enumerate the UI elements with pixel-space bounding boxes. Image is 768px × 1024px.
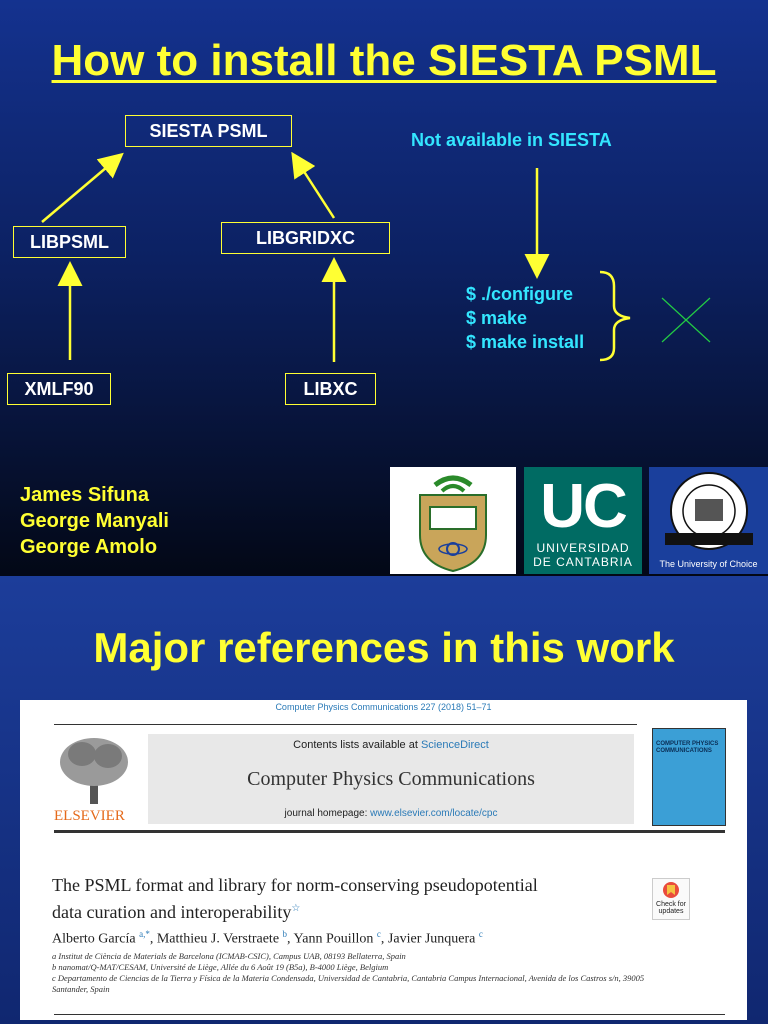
journal-name: Computer Physics Communications — [247, 768, 535, 790]
slide-title: Major references in this work — [93, 624, 675, 671]
command-make-install: $ make install — [466, 332, 585, 352]
slide-install-psml: How to install the SIESTA PSML SIESTA PS… — [0, 0, 768, 576]
contents-list: Contents lists available at ScienceDirec… — [293, 739, 489, 751]
command-make: $ make — [466, 308, 528, 328]
slide-references: Major references in this work Computer P… — [0, 576, 768, 1024]
author: George Manyali — [20, 510, 169, 532]
cover-title: COMPUTER PHYSICS COMMUNICATIONS — [656, 741, 719, 754]
bookmark-icon — [663, 882, 679, 898]
affiliation: a Institut de Ciència de Materials de Ba… — [52, 951, 406, 961]
node-libxc: LIBXC — [285, 373, 376, 405]
affiliation: b nanomat/Q-MAT/CESAM, Université de Liè… — [52, 962, 389, 972]
author: James Sifuna — [20, 484, 149, 506]
arrow-libpsml-to-siesta — [41, 152, 124, 223]
uc-logo-mark: UC — [540, 472, 628, 541]
uc-logo-line2: DE CANTABRIA — [533, 555, 633, 569]
institution-logo-left — [390, 467, 516, 574]
node-xmlf90: XMLF90 — [7, 373, 111, 405]
sciencedirect-link[interactable]: ScienceDirect — [420, 739, 489, 751]
publisher-name: ELSEVIER — [54, 808, 125, 824]
arrow-libgridxc-to-siesta — [291, 151, 336, 219]
divider — [54, 1014, 725, 1015]
journal-banner: Contents lists available at ScienceDirec… — [148, 734, 634, 824]
node-libgridxc: LIBGRIDXC — [221, 222, 390, 254]
command-configure: $ ./configure — [466, 284, 574, 304]
brace — [599, 270, 631, 362]
slide-title: How to install the SIESTA PSML — [51, 36, 717, 85]
affiliation: c Departamento de Ciencias de la Tierra … — [52, 973, 645, 994]
journal-cover-image: COMPUTER PHYSICS COMMUNICATIONS — [652, 728, 726, 826]
journal-homepage: journal homepage: www.elsevier.com/locat… — [284, 808, 498, 819]
node-libpsml: LIBPSML — [13, 226, 126, 258]
shield-logo-icon — [419, 475, 487, 573]
author-list: James Sifuna George Manyali George Amolo — [20, 482, 169, 560]
author: George Amolo — [20, 536, 158, 558]
divider — [54, 724, 637, 725]
mmu-caption: The University of Choice — [659, 559, 758, 569]
check-for-updates-badge[interactable]: Check for updates — [652, 878, 690, 920]
university-seal-icon — [665, 472, 753, 550]
elsevier-tree-icon — [60, 738, 128, 804]
divider — [54, 830, 725, 833]
universidad-cantabria-logo: UC UNIVERSIDAD DE CANTABRIA — [524, 467, 642, 574]
uc-logo-line1: UNIVERSIDAD — [536, 541, 630, 555]
dependency-arrows — [41, 151, 711, 362]
masinde-muliro-logo: The University of Choice — [649, 467, 768, 574]
paper-title: The PSML format and library for norm-con… — [52, 875, 538, 922]
paper-authors: Alberto García a,*, Matthieu J. Verstrae… — [52, 929, 483, 947]
affiliations: a Institut de Ciència de Materials de Ba… — [52, 951, 652, 995]
node-siesta-psml: SIESTA PSML — [125, 115, 292, 147]
paper-snapshot: Computer Physics Communications 227 (201… — [20, 700, 747, 1020]
install-commands: $ ./configure $ make $ make install — [466, 282, 584, 354]
homepage-link[interactable]: www.elsevier.com/locate/cpc — [370, 808, 498, 819]
not-available-note: Not available in SIESTA — [411, 130, 612, 150]
journal-reference: Computer Physics Communications 227 (201… — [275, 702, 492, 712]
